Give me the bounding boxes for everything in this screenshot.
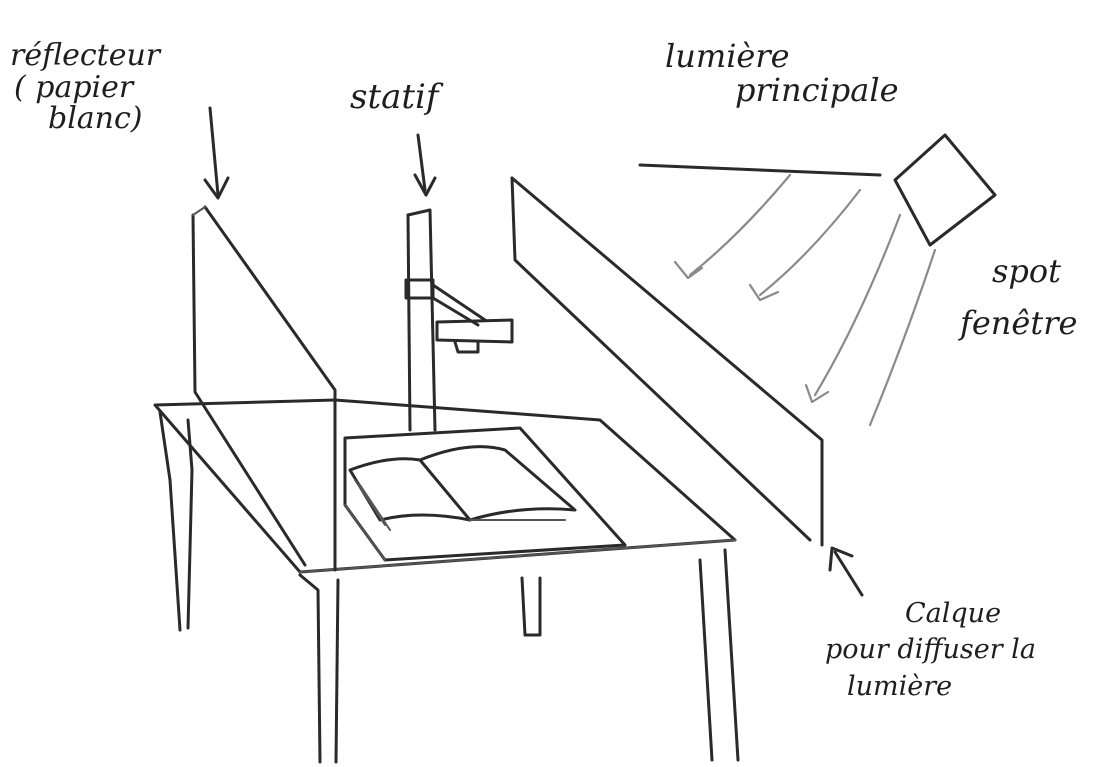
table — [155, 400, 738, 762]
tracing-paper-arrow — [835, 552, 862, 595]
reflector-panel — [193, 207, 335, 570]
main-light-label: lumière principale — [665, 40, 899, 107]
tracing-paper-panel — [512, 178, 822, 545]
reflector-label: réflecteur ( papier blanc) — [10, 40, 160, 135]
spot-window-label: spot fenêtre — [960, 255, 1077, 340]
reflector-arrow — [210, 108, 218, 195]
main-light — [640, 135, 995, 425]
tracing-paper-label: Calque pour diffuser la lumière — [825, 600, 1036, 701]
open-book — [350, 447, 575, 530]
stand-label: statif — [350, 80, 439, 116]
stand — [406, 210, 512, 430]
pointer-arrows — [205, 108, 862, 595]
